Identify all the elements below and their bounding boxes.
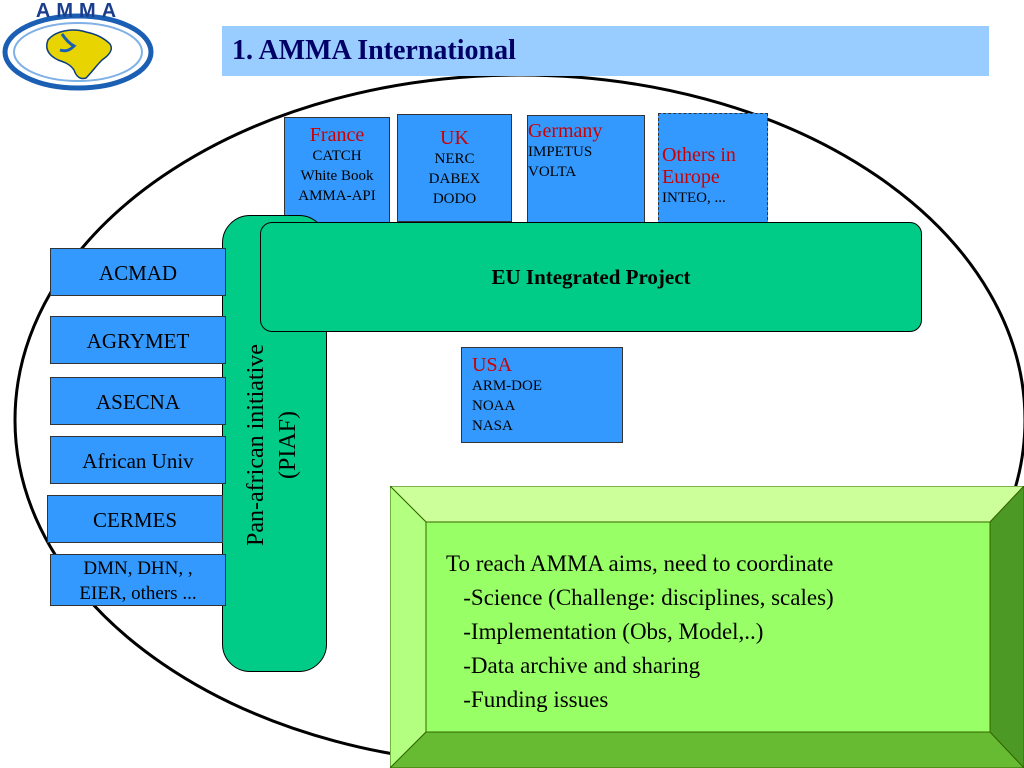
title-bar: 1. AMMA International: [222, 26, 989, 76]
african-label: African Univ: [82, 449, 194, 473]
african-label: ASECNA: [95, 390, 180, 414]
partner-line: CATCH: [312, 148, 362, 164]
partner-box-usa: USA ARM-DOE NOAA NASA: [461, 347, 623, 443]
african-label: DMN, DHN, ,: [83, 558, 193, 579]
partner-header: Europe: [662, 166, 720, 188]
partner-line: INTEO, ...: [662, 190, 726, 206]
aims-line: -Implementation (Obs, Model,..): [446, 619, 764, 644]
amma-logo: AMMA: [0, 0, 160, 92]
african-label: ACMAD: [98, 261, 178, 285]
eu-project-bar: EU Integrated Project: [260, 222, 922, 332]
partner-box-germany: Germany IMPETUS VOLTA: [527, 115, 645, 225]
partner-line: DABEX: [428, 171, 481, 187]
partner-box-others-europe: Others in Europe INTEO, ...: [658, 113, 768, 225]
african-label: CERMES: [92, 508, 178, 532]
partner-line: VOLTA: [528, 164, 577, 180]
piaf-line: (PIAF): [275, 411, 301, 480]
partner-line: ARM-DOE: [472, 378, 542, 394]
african-box-asecna: ASECNA: [50, 377, 226, 425]
partner-header: Others in: [662, 144, 736, 166]
piaf-line: Pan-african initiative: [243, 344, 269, 546]
partner-box-uk: UK NERC DABEX DODO: [397, 114, 512, 222]
partner-line: NERC: [434, 151, 475, 167]
partner-line: White Book: [300, 168, 374, 184]
africa-globe-icon: [2, 13, 154, 91]
aims-line: To reach AMMA aims, need to coordinate: [446, 551, 834, 576]
african-box-acmad: ACMAD: [50, 248, 226, 296]
partner-header: USA: [472, 354, 513, 376]
page-title: 1. AMMA International: [232, 35, 516, 66]
partner-box-france: France CATCH White Book AMMA-API: [284, 117, 390, 225]
partner-header: Germany: [528, 120, 603, 142]
logo-text: AMMA: [35, 0, 123, 22]
partner-line: DODO: [432, 191, 477, 207]
african-box-others: DMN, DHN, , EIER, others ...: [50, 554, 226, 606]
partner-header: France: [309, 124, 365, 146]
aims-line: -Funding issues: [446, 687, 609, 712]
african-box-african-univ: African Univ: [50, 436, 226, 484]
partner-line: IMPETUS: [528, 144, 593, 160]
partner-line: NASA: [472, 418, 513, 434]
african-box-agrymet: AGRYMET: [50, 316, 226, 364]
partner-header: UK: [440, 127, 469, 149]
partner-line: NOAA: [472, 398, 516, 414]
aims-bevel-frame: [390, 486, 1024, 768]
eu-project-label: EU Integrated Project: [491, 265, 691, 289]
aims-line: -Science (Challenge: disciplines, scales…: [446, 585, 834, 610]
aims-line: -Data archive and sharing: [446, 653, 701, 678]
partner-line: AMMA-API: [298, 188, 376, 204]
aims-text: To reach AMMA aims, need to coordinate -…: [446, 547, 834, 717]
african-label: EIER, others ...: [79, 583, 197, 604]
african-box-cermes: CERMES: [47, 495, 223, 543]
african-label: AGRYMET: [86, 329, 190, 353]
